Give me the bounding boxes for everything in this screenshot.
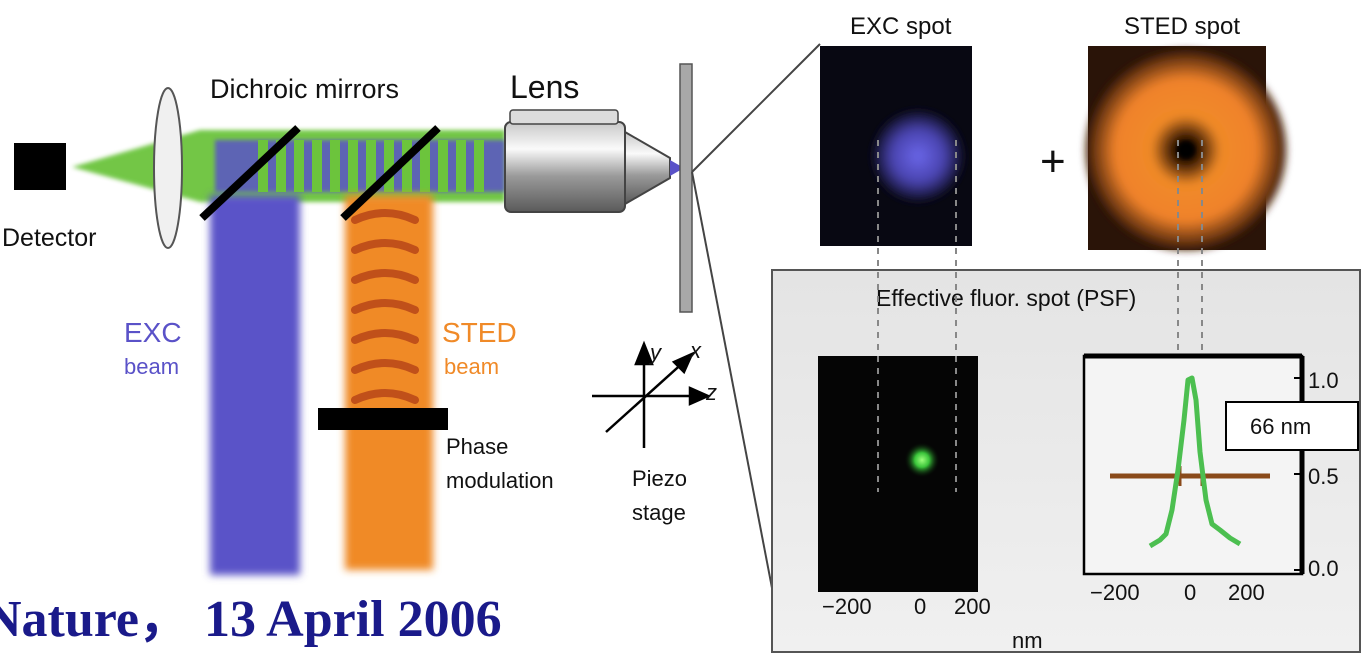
- profile-y-ticks: [1294, 377, 1302, 571]
- y-tick-1: 1.0: [1308, 368, 1339, 393]
- sted-wave-fronts: [351, 209, 419, 404]
- modulation-label: modulation: [446, 468, 554, 493]
- sample-slide: [679, 63, 693, 313]
- x-tick-left-2: 0: [914, 594, 926, 619]
- phase-label: Phase: [446, 434, 508, 459]
- psf-title: Effective fluor. spot (PSF): [876, 285, 1136, 311]
- zoom-line-bottom: [691, 171, 783, 641]
- axis-x-label: x: [689, 338, 702, 363]
- psf-image: [818, 356, 978, 592]
- detector-label: Detector: [2, 224, 96, 252]
- sted-beam: [345, 195, 433, 570]
- dichroic-mirror-1: [199, 125, 301, 221]
- sted-label: STED: [442, 317, 517, 348]
- phase-plate: [318, 408, 448, 430]
- axis-y-label: y: [648, 340, 663, 365]
- x-tick-left-1: −200: [822, 594, 872, 619]
- psf-green-spot: [904, 442, 940, 478]
- profile-curve: [1148, 375, 1242, 549]
- projection-lines-inner: [877, 356, 957, 492]
- exc-beam-label: beam: [124, 354, 179, 379]
- exc-label: EXC: [124, 317, 182, 348]
- exc-beam: [210, 195, 300, 575]
- xyz-axes: [592, 340, 712, 448]
- y-tick-2: 0.5: [1308, 464, 1339, 489]
- dichroic-mirrors-label: Dichroic mirrors: [210, 74, 399, 104]
- y-tick-3: 0.0: [1308, 556, 1339, 581]
- tube-lens: [153, 87, 183, 249]
- exc-spot-glow: [872, 110, 964, 202]
- fwhm-box: [1225, 401, 1359, 451]
- fwhm-label: 66 nm: [1250, 414, 1311, 439]
- sted-spot-title: STED spot: [1124, 13, 1240, 40]
- piezo-label: Piezo: [632, 466, 687, 491]
- exc-spot-title: EXC spot: [850, 13, 952, 40]
- lens-label: Lens: [510, 69, 579, 105]
- x-tick-left-3: 200: [954, 594, 991, 619]
- sted-donut-hole: [1177, 141, 1195, 159]
- x-tick-right-2: 0: [1184, 580, 1196, 605]
- detector-block: [14, 143, 66, 190]
- nm-label: nm: [1012, 628, 1043, 653]
- dichroic-mirror-2: [340, 125, 441, 221]
- sted-beam-label: beam: [444, 354, 499, 379]
- axis-z-label: z: [705, 380, 717, 405]
- objective-lens: [504, 109, 684, 213]
- x-tick-right-1: −200: [1090, 580, 1140, 605]
- citation-caption: Nature， 13 April 2006: [0, 591, 502, 648]
- x-tick-right-3: 200: [1228, 580, 1265, 605]
- stage-label: stage: [632, 500, 686, 525]
- plus-sign: +: [1040, 137, 1066, 186]
- zoom-line-top: [691, 43, 821, 173]
